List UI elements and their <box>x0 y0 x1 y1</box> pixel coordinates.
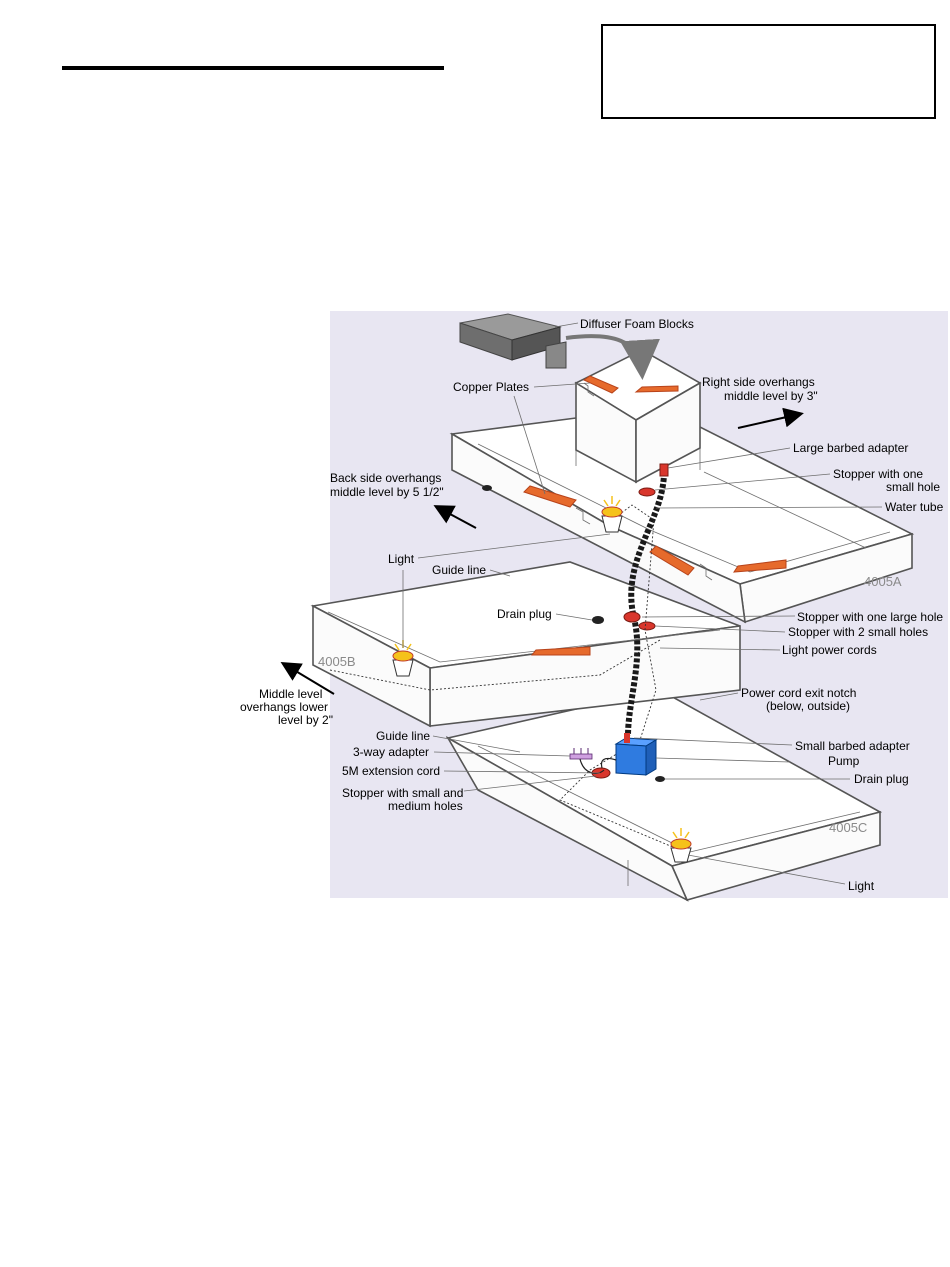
label-right-overhang-2: middle level by 3" <box>724 389 818 403</box>
tank-label-4005c: 4005C <box>829 820 867 835</box>
right-overhang-arrow-icon <box>737 407 804 429</box>
label-copper-plates: Copper Plates <box>453 380 529 394</box>
copper-plates <box>523 375 787 656</box>
middle-overhang-arrow-icon <box>280 661 335 695</box>
label-stopper-one-large: Stopper with one large hole <box>797 610 943 624</box>
stopper-two-small-icon <box>638 621 656 631</box>
title-rule <box>62 66 444 70</box>
drain-plug-mid-icon <box>592 616 604 624</box>
header-box <box>601 24 936 119</box>
pump-icon <box>614 733 658 776</box>
label-guide-line-top: Guide line <box>432 563 486 577</box>
label-stopper-small-medium-2: medium holes <box>388 799 463 813</box>
label-back-overhang-1: Back side overhangs <box>330 471 441 485</box>
label-back-overhang-2: middle level by 5 1/2" <box>330 485 444 499</box>
label-pump: Pump <box>828 754 860 768</box>
label-light-bottom: Light <box>848 879 875 893</box>
tank-4005a <box>449 417 915 624</box>
label-extension: 5M extension cord <box>342 764 440 778</box>
label-power-cord-notch-2: (below, outside) <box>766 699 850 713</box>
label-light-top: Light <box>388 552 415 566</box>
label-large-barbed: Large barbed adapter <box>793 441 908 455</box>
label-drain-plug-bottom: Drain plug <box>854 772 909 786</box>
label-middle-overhang-2: overhangs lower <box>240 700 328 714</box>
light-bottom-icon <box>670 828 692 863</box>
label-guide-line-bottom: Guide line <box>376 729 430 743</box>
light-top-icon <box>601 496 623 533</box>
label-three-way: 3-way adapter <box>353 745 429 759</box>
stopper-one-large-icon <box>623 611 641 623</box>
drain-plug-bottom-icon <box>655 776 665 782</box>
label-right-overhang-1: Right side overhangs <box>702 375 815 389</box>
label-small-barbed: Small barbed adapter <box>795 739 910 753</box>
drain-hole-top-icon <box>482 485 492 491</box>
large-barbed-adapter-icon <box>659 463 669 477</box>
three-way-adapter-icon <box>569 748 593 760</box>
filter-tower <box>574 349 702 484</box>
diffuser-foam-block-icon <box>459 313 660 380</box>
label-drain-plug-mid: Drain plug <box>497 607 552 621</box>
label-light-power-cords: Light power cords <box>782 643 877 657</box>
stopper-one-small-icon <box>638 487 656 497</box>
leader-lines <box>402 322 883 885</box>
back-overhang-arrow-icon <box>433 505 477 529</box>
label-stopper-one-small-1: Stopper with one <box>833 467 923 481</box>
tank-label-4005b: 4005B <box>318 654 356 669</box>
label-stopper-two-small: Stopper with 2 small holes <box>788 625 928 639</box>
label-stopper-small-medium-1: Stopper with small and <box>342 786 463 800</box>
label-power-cord-notch-1: Power cord exit notch <box>741 686 856 700</box>
label-water-tube: Water tube <box>885 500 944 514</box>
label-middle-overhang-3: level by 2" <box>278 713 333 727</box>
tank-label-4005a: 4005A <box>864 574 902 589</box>
label-diffuser: Diffuser Foam Blocks <box>580 317 694 331</box>
label-stopper-one-small-2: small hole <box>886 480 940 494</box>
label-middle-overhang-1: Middle level <box>259 687 322 701</box>
small-barbed-adapter-icon <box>624 733 630 743</box>
